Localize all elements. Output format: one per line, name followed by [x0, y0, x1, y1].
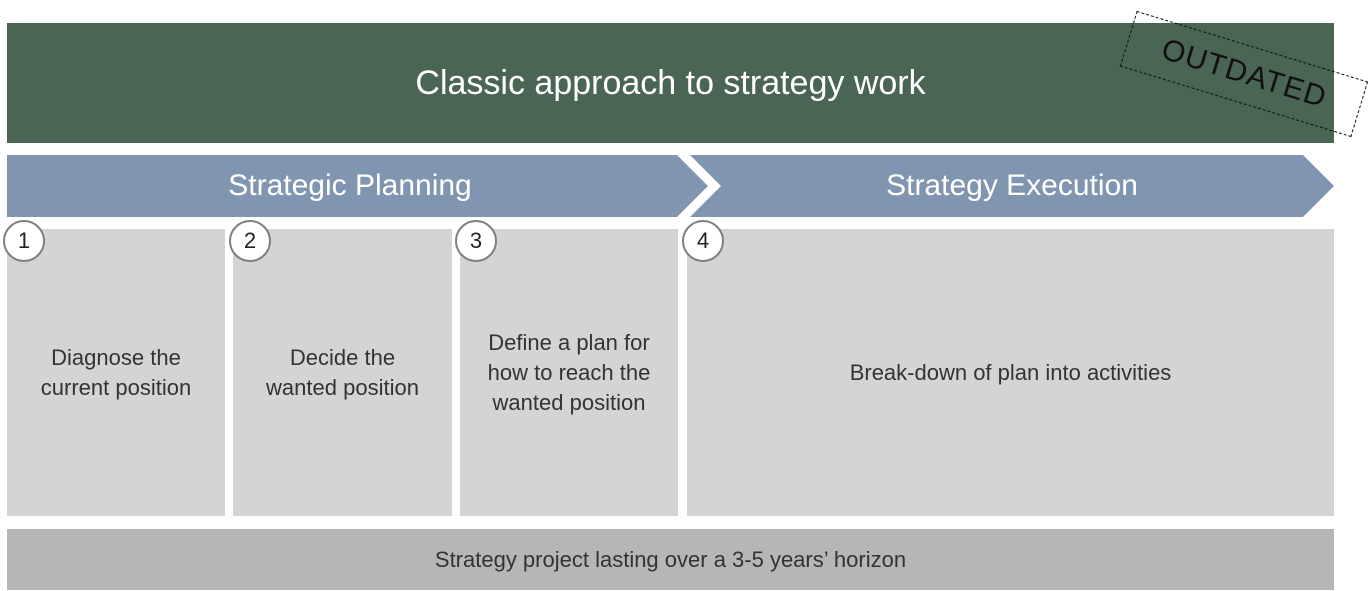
- footer-text: Strategy project lasting over a 3-5 year…: [434, 546, 907, 572]
- step-number-2: 2: [229, 220, 271, 262]
- step-number-1: 1: [3, 220, 45, 262]
- chevron-strategic-planning: [7, 155, 708, 217]
- chevron-strategy-execution: [690, 155, 1334, 217]
- phase-label-execution: Strategy Execution: [886, 169, 1138, 202]
- step-number-3: 3: [455, 220, 497, 262]
- step-number-4: 4: [682, 220, 724, 262]
- timeline-footer: Strategy project lasting over a 3-5 year…: [7, 529, 1334, 590]
- title-text: Classic approach to strategy work: [415, 63, 926, 102]
- step-box-4: Break-down of plan into activities: [687, 229, 1334, 516]
- diagram-title: Classic approach to strategy work: [7, 23, 1334, 143]
- phase-chevrons: [7, 155, 1334, 217]
- phase-label-planning: Strategic Planning: [228, 169, 472, 202]
